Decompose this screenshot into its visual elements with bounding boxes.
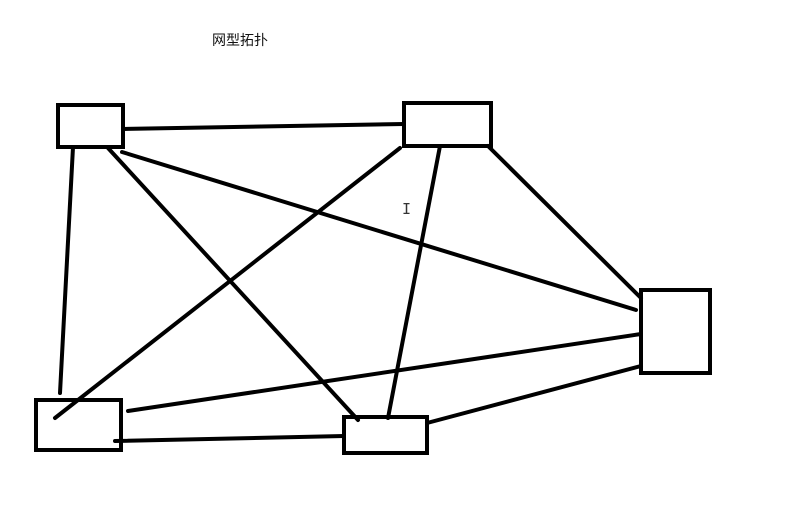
edge-n2-n4 xyxy=(386,144,442,420)
edge-n1-n5 xyxy=(120,150,638,312)
edge-n3-n5 xyxy=(126,332,643,413)
text-cursor-icon: I xyxy=(402,200,412,218)
edge-n4-n5 xyxy=(425,364,643,425)
edge-n1-n2 xyxy=(121,122,406,131)
node-n3 xyxy=(34,398,123,452)
node-n4 xyxy=(342,415,429,455)
node-n1 xyxy=(56,103,125,149)
edge-n3-n4 xyxy=(113,434,346,443)
node-n2 xyxy=(402,101,493,148)
node-group xyxy=(34,101,712,455)
edge-group xyxy=(53,122,643,443)
edge-n2-n3 xyxy=(53,146,402,420)
node-n5 xyxy=(639,288,712,375)
edge-n1-n3 xyxy=(58,145,75,395)
edge-n1-n4 xyxy=(106,146,360,422)
edge-n2-n5 xyxy=(486,144,643,300)
diagram-title: 网型拓扑 xyxy=(212,33,268,49)
